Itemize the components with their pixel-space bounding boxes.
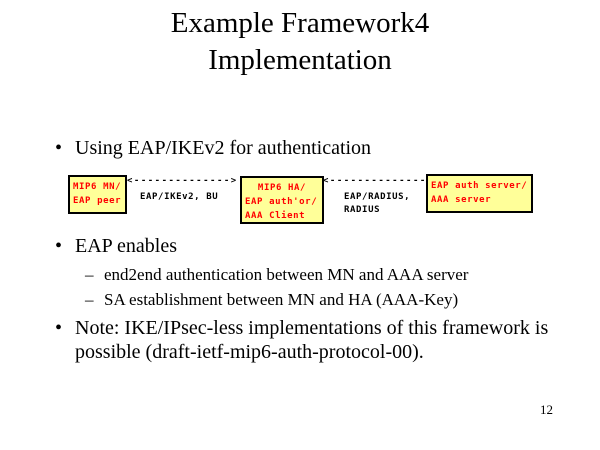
aaa-server-box: EAP auth server/ AAA server xyxy=(426,174,533,213)
mip6-mn-box-line2: EAP peer xyxy=(73,196,122,206)
mip6-mn-box: MIP6 MN/ EAP peer xyxy=(68,175,127,214)
slide-title: Example Framework4 Implementation xyxy=(0,5,600,79)
subbullet-sa-establishment: – SA establishment between MN and HA (AA… xyxy=(85,289,458,310)
arrow1-dashed-line: <--------------> xyxy=(127,176,238,186)
bullet-marker: • xyxy=(55,317,63,339)
bullet-eap-enables: • EAP enables xyxy=(55,234,177,258)
mip6-ha-box: MIP6 HA/ EAP auth'or/ AAA Client xyxy=(240,176,324,224)
aaa-server-box-line2: AAA server xyxy=(431,195,492,205)
page-number: 12 xyxy=(540,402,553,417)
mip6-ha-box-line1: MIP6 HA/ xyxy=(257,183,307,193)
mip6-mn-box-line1: MIP6 MN/ xyxy=(73,182,122,192)
bullet-using-eap: • Using EAP/IKEv2 for authentication xyxy=(55,136,371,160)
bullet-marker: • xyxy=(55,235,63,257)
arrow2-dashed-line: <--------------> xyxy=(323,176,434,186)
aaa-server-box-line1: EAP auth server/ xyxy=(431,181,528,191)
slide-title-line1: Example Framework4 xyxy=(170,7,430,39)
mip6-ha-box-line2: EAP auth'or/ xyxy=(245,197,318,207)
bullet-marker: • xyxy=(55,137,63,159)
bullet-using-eap-text: Using EAP/IKEv2 for authentication xyxy=(75,137,372,159)
mip6-ha-box-line3: AAA Client xyxy=(245,211,306,221)
arrow1-label: EAP/IKEv2, BU xyxy=(140,192,219,202)
subbullet-end2end-text: end2end authentication between MN and AA… xyxy=(104,265,469,284)
bullet-note: • Note: IKE/IPsec-less implementations o… xyxy=(55,316,562,364)
subbullet-end2end: – end2end authentication between MN and … xyxy=(85,264,468,285)
bullet-eap-enables-text: EAP enables xyxy=(75,235,178,257)
arrow2-label-line1: EAP/RADIUS, xyxy=(344,192,411,202)
dash-marker: – xyxy=(85,265,94,284)
slide-title-line2: Implementation xyxy=(208,44,392,76)
subbullet-sa-establishment-text: SA establishment between MN and HA (AAA-… xyxy=(104,290,459,309)
arrow2-label-line2: RADIUS xyxy=(344,205,381,215)
dash-marker: – xyxy=(85,290,94,309)
bullet-note-text: Note: IKE/IPsec-less implementations of … xyxy=(75,317,549,363)
